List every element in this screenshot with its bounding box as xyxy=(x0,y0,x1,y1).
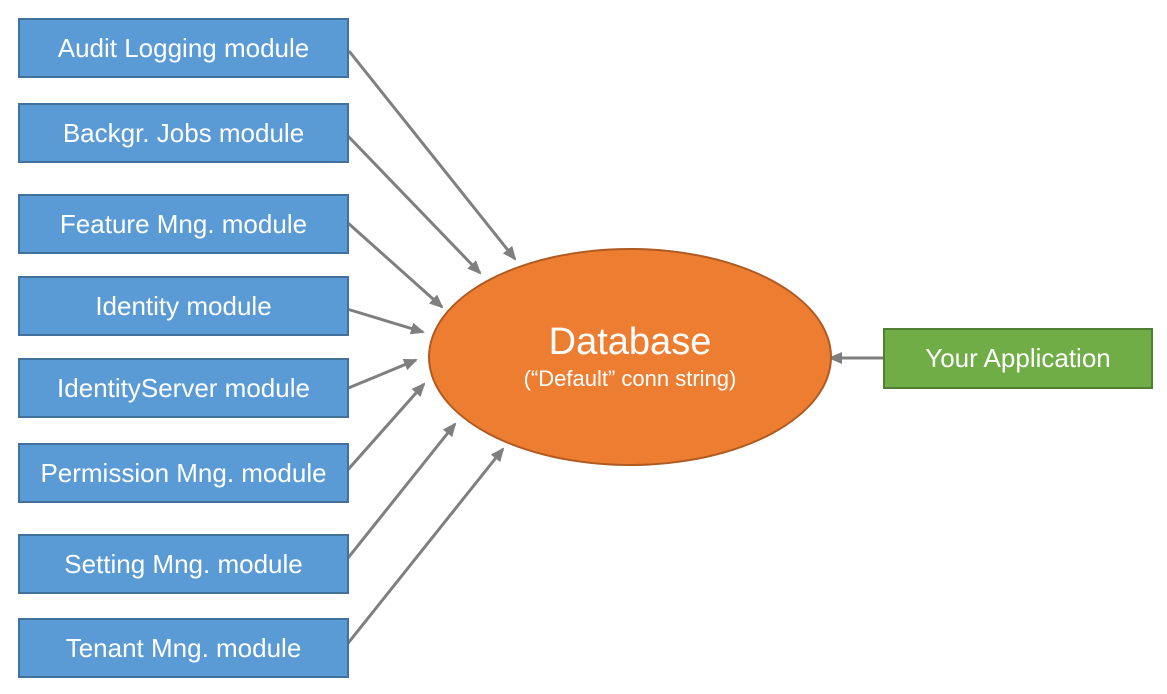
database-title: Database xyxy=(548,320,712,363)
node-label: Setting Mng. module xyxy=(64,548,303,579)
node-label: Identity module xyxy=(95,290,272,321)
node-setting-mng-module: Setting Mng. module xyxy=(18,534,349,594)
edge-identityserver-module-to-database xyxy=(345,358,418,391)
node-label: Feature Mng. module xyxy=(59,208,308,239)
edge-identity-module-to-database xyxy=(346,307,425,335)
node-database: Database (“Default” conn string) xyxy=(428,248,832,466)
node-permission-mng-module: Permission Mng. module xyxy=(18,443,349,503)
node-identityserver-module: IdentityServer module xyxy=(18,358,349,418)
node-tenant-mng-module: Tenant Mng. module xyxy=(18,618,349,678)
edge-backgr-jobs-module-to-database xyxy=(345,133,482,275)
edge-feature-mng-module-to-database xyxy=(347,221,444,309)
node-backgr-jobs-module: Backgr. Jobs module xyxy=(18,103,349,163)
node-label: Permission Mng. module xyxy=(40,457,327,488)
node-identity-module: Identity module xyxy=(18,276,349,336)
edge-audit-logging-module-to-database xyxy=(347,50,517,261)
node-feature-mng-module: Feature Mng. module xyxy=(18,194,349,254)
node-audit-logging-module: Audit Logging module xyxy=(18,18,349,78)
node-your-application: Your Application xyxy=(883,328,1153,389)
database-subtitle: (“Default” conn string) xyxy=(523,365,737,391)
node-label: IdentityServer module xyxy=(57,372,310,403)
edge-tenant-mng-module-to-database xyxy=(343,447,505,648)
node-label: Backgr. Jobs module xyxy=(62,117,305,148)
node-label: Your Application xyxy=(925,343,1111,373)
node-label: Tenant Mng. module xyxy=(65,632,302,663)
node-label: Audit Logging module xyxy=(57,32,310,63)
edge-permission-mng-module-to-database xyxy=(343,382,426,474)
edge-setting-mng-module-to-database xyxy=(342,422,457,564)
